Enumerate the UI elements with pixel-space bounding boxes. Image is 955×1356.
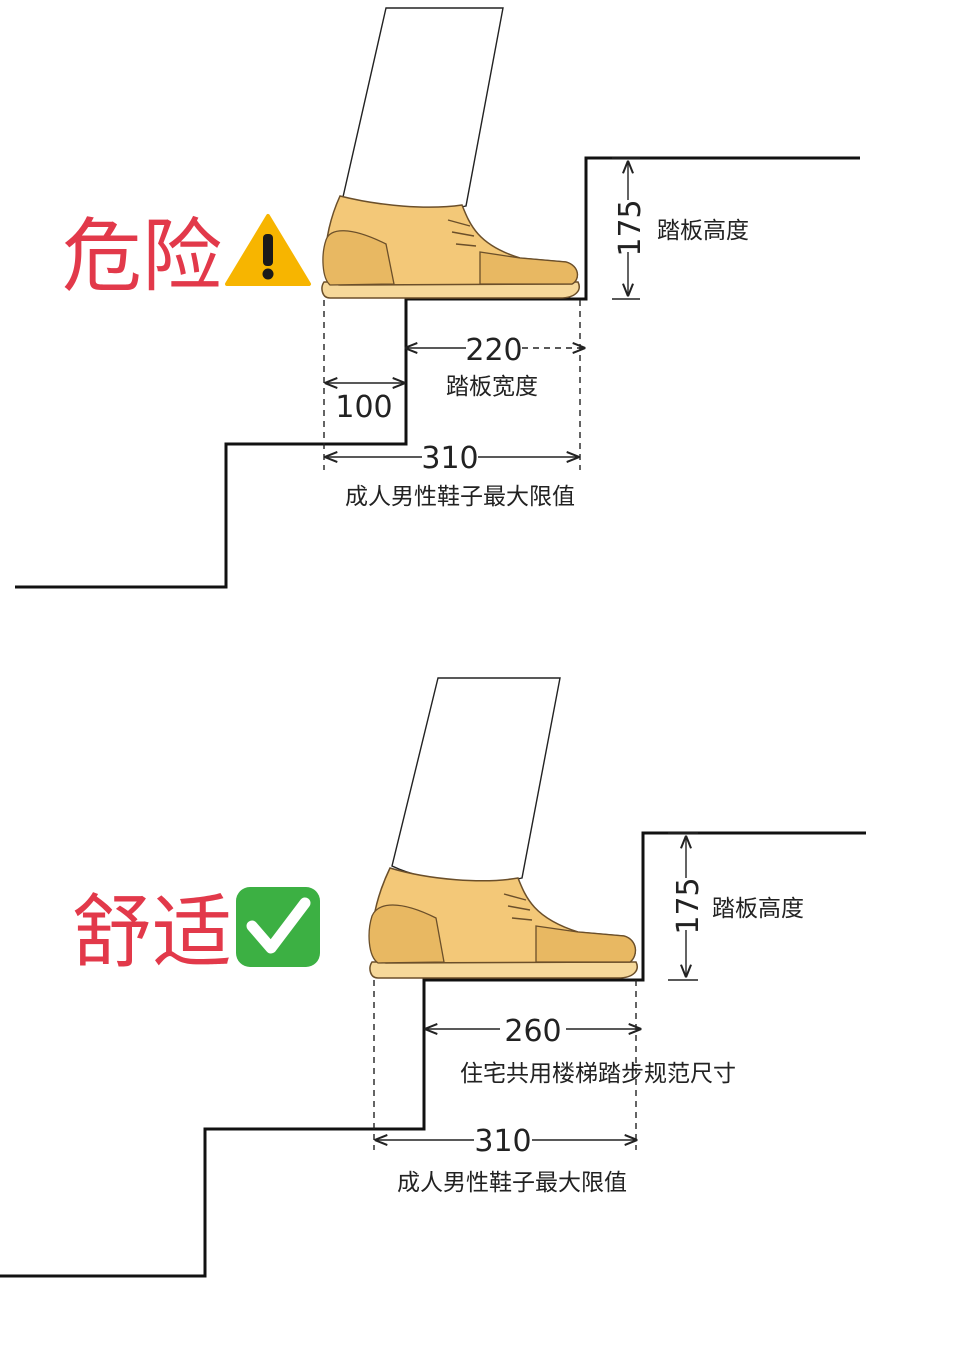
trouser-leg-bottom xyxy=(391,677,561,884)
shoe-icon xyxy=(368,867,638,979)
panel-comfortable: 175 踏板高度 260 住宅共用楼梯踏步规范尺寸 310 成人男性鞋子最大限值… xyxy=(0,677,866,1278)
danger-label: 危险 xyxy=(62,210,222,303)
riser-caption-bottom: 踏板高度 xyxy=(712,896,804,922)
tread-value-bottom: 260 xyxy=(504,1014,561,1049)
check-icon xyxy=(236,887,320,967)
shoe-icon xyxy=(321,195,580,299)
riser-caption-top: 踏板高度 xyxy=(657,218,749,244)
shoe-value-bottom: 310 xyxy=(474,1124,531,1159)
panel-dangerous: 175 踏板高度 220 踏板宽度 100 310 成人男性鞋子最大限值 危险 xyxy=(15,7,860,589)
tread-caption-bottom: 住宅共用楼梯踏步规范尺寸 xyxy=(460,1061,736,1087)
stair-outline-bottom xyxy=(0,831,866,1278)
riser-value-top: 175 xyxy=(613,199,648,256)
stair-outline-top xyxy=(15,156,860,589)
shoe-caption-bottom: 成人男性鞋子最大限值 xyxy=(397,1170,627,1196)
overhang-value-top: 100 xyxy=(335,390,392,425)
tread-caption-top: 踏板宽度 xyxy=(446,374,538,400)
trouser-leg-top xyxy=(342,7,504,213)
tread-value-top: 220 xyxy=(465,333,522,368)
comfort-label: 舒适 xyxy=(72,886,232,979)
warning-icon xyxy=(225,214,311,286)
shoe-value-top: 310 xyxy=(421,441,478,476)
shoe-caption-top: 成人男性鞋子最大限值 xyxy=(345,484,575,510)
riser-value-bottom: 175 xyxy=(671,877,706,934)
